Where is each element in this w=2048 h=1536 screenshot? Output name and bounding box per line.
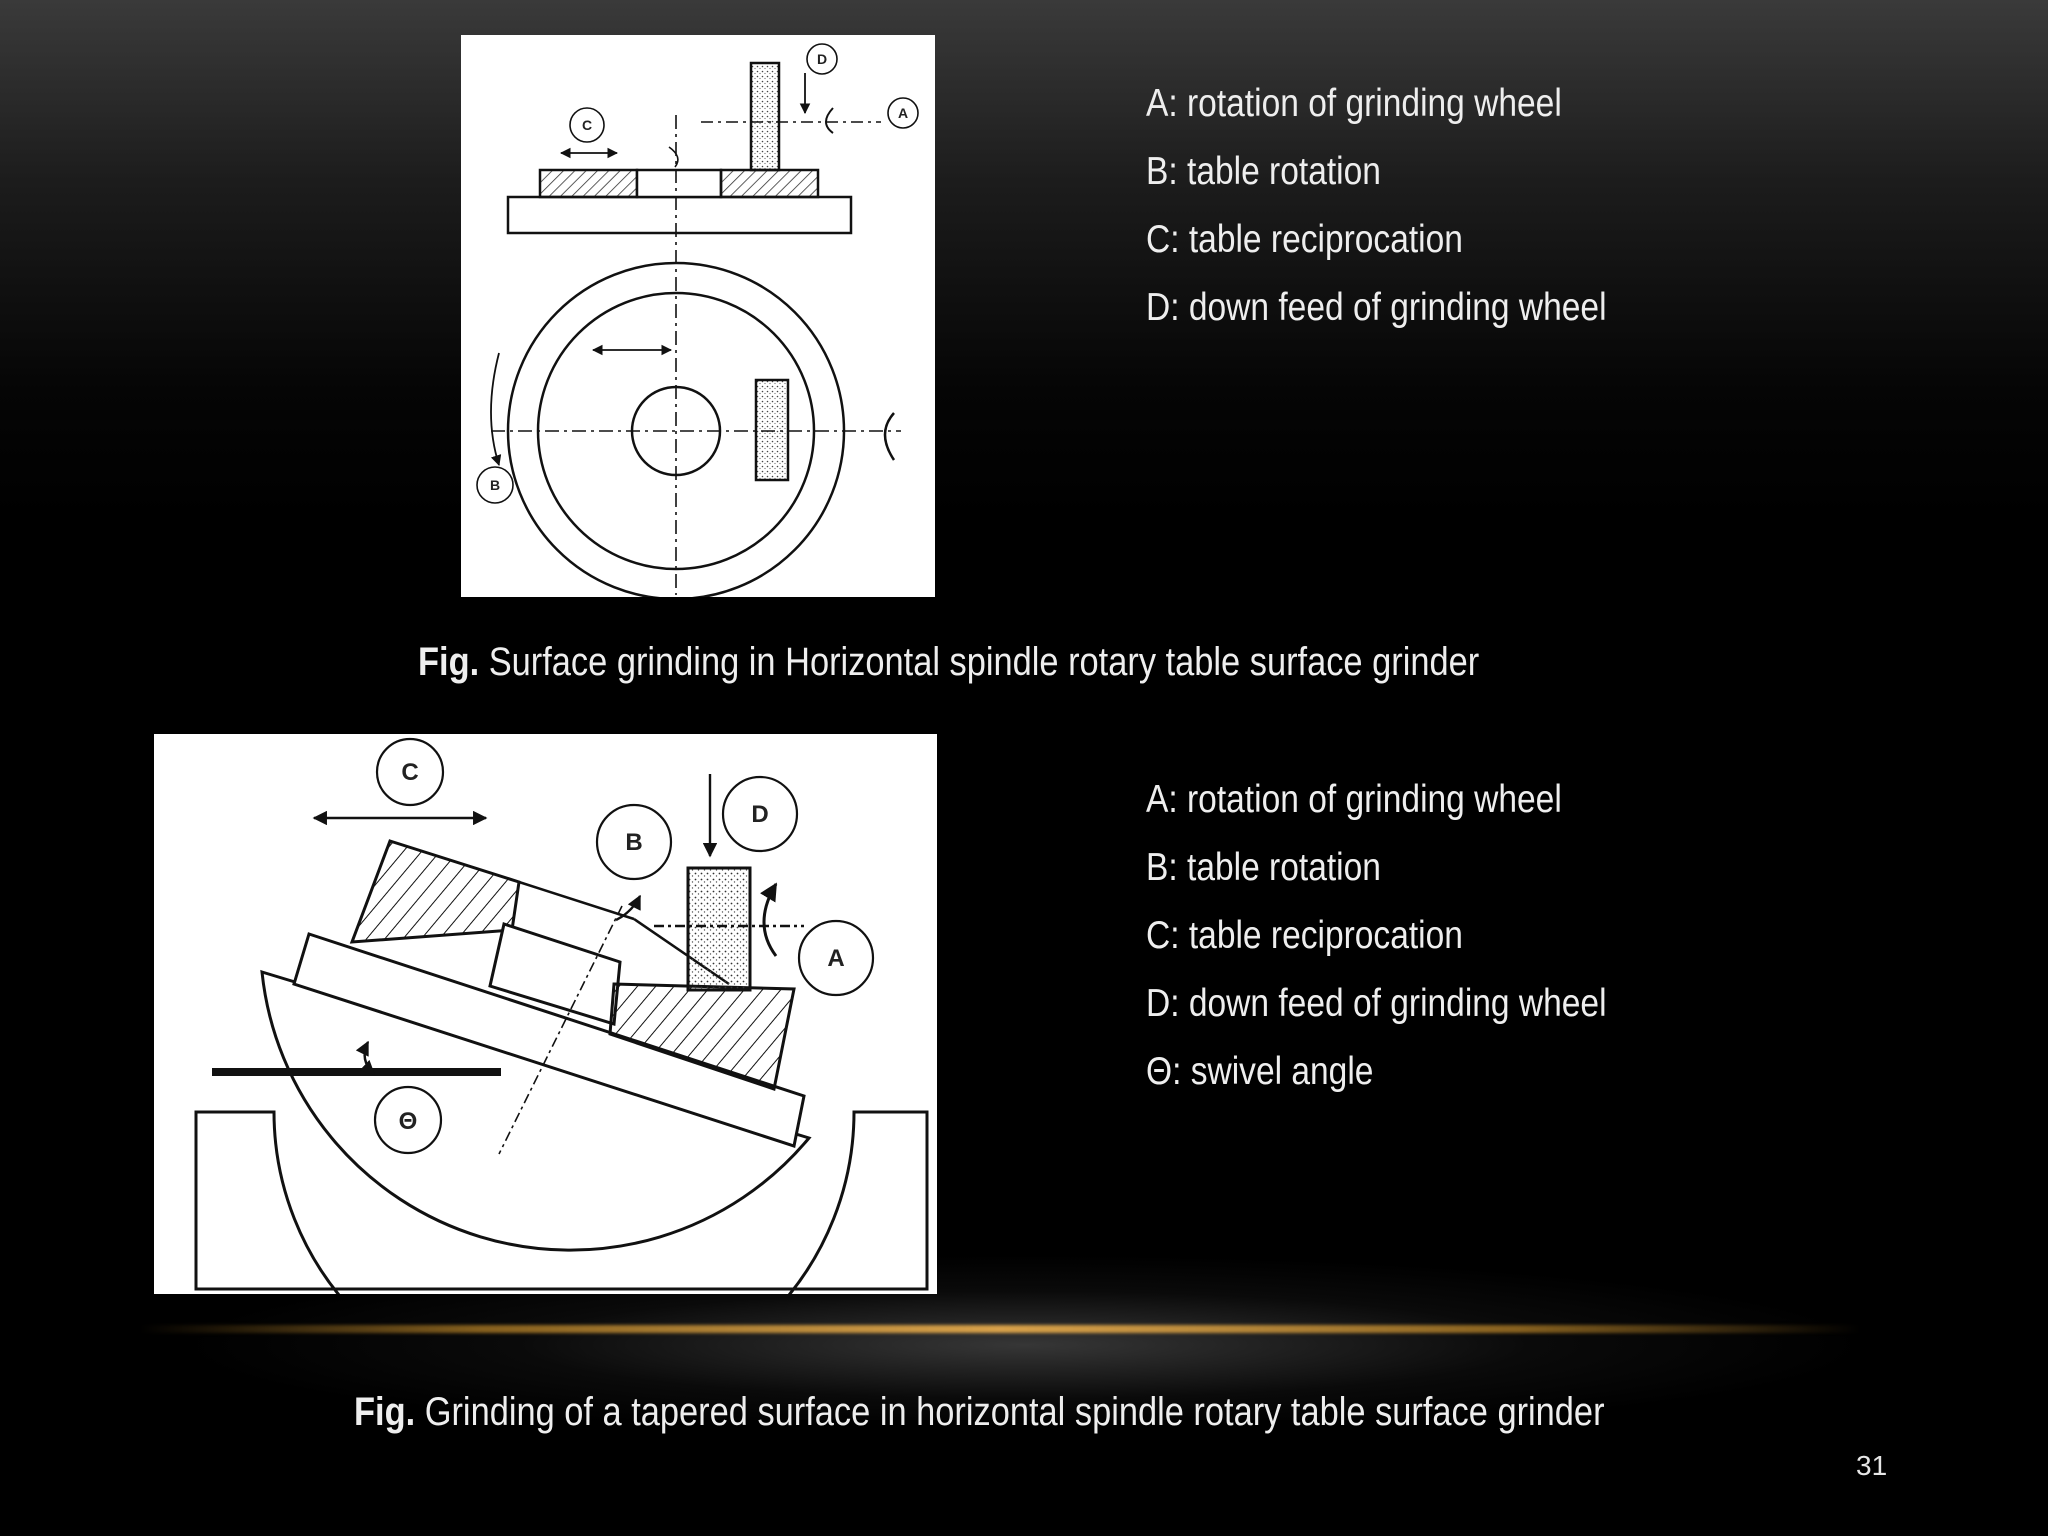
callout-theta: Θ: [399, 1108, 418, 1135]
callout-b: B: [625, 829, 642, 856]
caption-text: Grinding of a tapered surface in horizon…: [424, 1390, 1605, 1434]
legend-item: D: down feed of grinding wheel: [1146, 982, 1607, 1025]
figure-1-caption: Fig. Surface grinding in Horizontal spin…: [418, 640, 1479, 685]
callout-c: C: [582, 117, 592, 133]
figure-2-caption: Fig. Grinding of a tapered surface in ho…: [354, 1390, 1605, 1435]
caption-prefix: Fig.: [354, 1390, 416, 1434]
legend-item: B: table rotation: [1146, 846, 1381, 889]
callout-a: A: [827, 945, 844, 972]
figure-1-legend: A: rotation of grinding wheel B: table r…: [1146, 70, 1607, 342]
callout-d: D: [817, 51, 827, 67]
legend-item: D: down feed of grinding wheel: [1146, 286, 1607, 329]
legend-item: C: table reciprocation: [1146, 914, 1463, 957]
figure-1-diagram: D A C B: [461, 35, 935, 597]
page-number: 31: [1856, 1450, 1888, 1481]
callout-d: D: [751, 801, 768, 828]
legend-item: Θ: swivel angle: [1146, 1050, 1374, 1093]
accent-line: [140, 1325, 1860, 1333]
caption-text: Surface grinding in Horizontal spindle r…: [488, 640, 1480, 684]
legend-item: A: rotation of grinding wheel: [1146, 82, 1562, 125]
legend-item: A: rotation of grinding wheel: [1146, 778, 1562, 821]
slide-background-gradient: [0, 0, 2048, 520]
legend-item: C: table reciprocation: [1146, 218, 1463, 261]
callout-b: B: [490, 477, 500, 493]
callout-a: A: [898, 105, 908, 121]
caption-prefix: Fig.: [418, 640, 480, 684]
legend-item: B: table rotation: [1146, 150, 1381, 193]
callout-c: C: [401, 759, 418, 786]
figure-2-legend: A: rotation of grinding wheel B: table r…: [1146, 766, 1607, 1106]
figure-2-diagram: C D B A Θ: [154, 734, 937, 1294]
